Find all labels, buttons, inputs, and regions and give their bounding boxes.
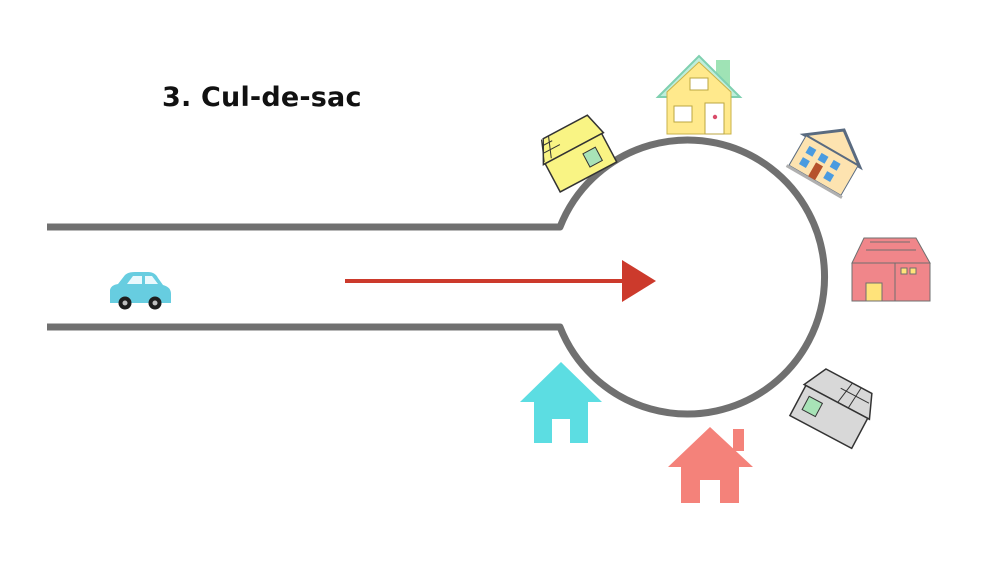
house-icon-bottom [668,427,753,503]
direction-arrow [345,260,656,302]
car-icon [110,272,171,310]
road-outline [47,136,829,418]
house-icon-right [851,237,931,302]
house-icon-top [655,54,743,135]
house-icon-bottom-right [788,368,873,450]
diagram-title: 3. Cul-de-sac [162,82,362,113]
house-icon-top-right [785,128,863,199]
house-icon-top-left [540,114,618,193]
house-icon-bottom-left [520,362,602,443]
